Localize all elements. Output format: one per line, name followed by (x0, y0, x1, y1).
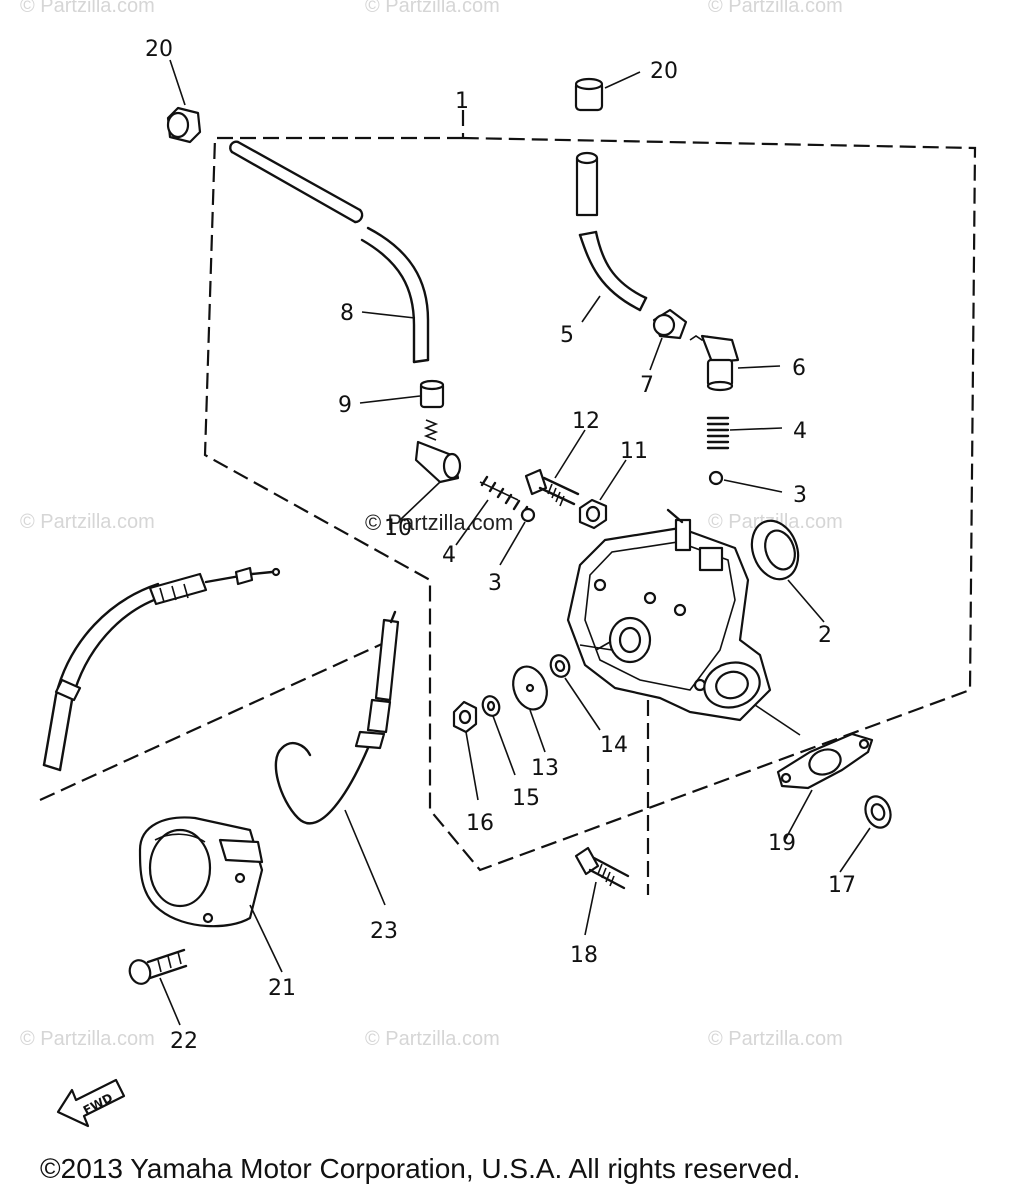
callout-18: 18 (570, 943, 598, 968)
oil-pump-cable (42, 566, 281, 772)
part-3-ball-left (499, 507, 536, 566)
part-23-sensor (274, 610, 400, 906)
watermark-center: © Partzilla.com (365, 510, 513, 535)
part-14-washer (549, 654, 601, 731)
callout-23: 23 (370, 919, 398, 944)
callout-12: 12 (572, 409, 600, 434)
callout-3-left: 3 (488, 571, 502, 596)
callout-13: 13 (531, 756, 559, 781)
part-18-bolt (574, 846, 630, 936)
part-7-clamp (649, 308, 688, 371)
part-8-hose (229, 140, 430, 364)
part-3-ball-right (708, 470, 783, 493)
callouts: 1 2 3 3 4 4 5 6 7 8 9 10 11 12 13 14 15 … (145, 37, 856, 1054)
part-15-washer (481, 695, 516, 776)
part-2-oil-seal (750, 519, 825, 623)
assembly-boundary (39, 110, 977, 895)
watermark-mid-left: © Partzilla.com (20, 511, 155, 533)
callout-11: 11 (620, 439, 648, 464)
part-13-plate (512, 665, 548, 753)
part-22-screw (128, 948, 188, 1026)
callout-7: 7 (640, 373, 654, 398)
callout-2: 2 (818, 623, 832, 648)
callout-16: 16 (466, 811, 494, 836)
callout-6: 6 (792, 356, 806, 381)
part-5-hose (575, 151, 648, 323)
watermark-bottom-center: © Partzilla.com (365, 1028, 500, 1050)
callout-10: 10 (384, 516, 412, 541)
callout-20-left: 20 (145, 37, 173, 62)
callout-9: 9 (338, 393, 352, 418)
part-20-nut-right (574, 71, 641, 112)
part-9-clamp (359, 379, 445, 409)
part-11-nut (578, 459, 627, 530)
part-17-washer (839, 795, 892, 873)
callout-1: 1 (455, 89, 469, 114)
callout-17: 17 (828, 873, 856, 898)
callout-4-right: 4 (793, 419, 807, 444)
callout-20-right: 20 (650, 59, 678, 84)
callout-22: 22 (170, 1029, 198, 1054)
callout-19: 19 (768, 831, 796, 856)
watermark-bottom-left: © Partzilla.com (20, 1028, 155, 1050)
forward-direction-arrow: FWD (56, 1078, 126, 1128)
part-20-nut-left (166, 59, 202, 144)
part-16-nut (452, 700, 479, 801)
watermark-bottom-right: © Partzilla.com (708, 1028, 843, 1050)
callout-8: 8 (340, 301, 354, 326)
part-6-banjo-fitting (689, 334, 781, 392)
part-4-spring-right (706, 416, 783, 450)
callout-21: 21 (268, 976, 296, 1001)
watermark-top-left: © Partzilla.com (20, 0, 155, 17)
copyright-notice: ©2013 Yamaha Motor Corporation, U.S.A. A… (40, 1153, 800, 1184)
callout-3-right: 3 (793, 483, 807, 508)
watermarks: © Partzilla.com © Partzilla.com © Partzi… (20, 0, 843, 1050)
callout-5: 5 (560, 323, 574, 348)
watermark-top-center: © Partzilla.com (365, 0, 500, 17)
part-21-cover (138, 816, 283, 973)
callout-14: 14 (600, 733, 628, 758)
callout-4-left: 4 (442, 543, 456, 568)
callout-15: 15 (512, 786, 540, 811)
part-10-elbow-fitting (399, 419, 462, 521)
part-19-gasket (754, 704, 874, 841)
part-12-bolt (524, 429, 586, 507)
part-4-spring-left (455, 475, 529, 546)
pump-body (566, 508, 772, 722)
watermark-top-right: © Partzilla.com (708, 0, 843, 17)
